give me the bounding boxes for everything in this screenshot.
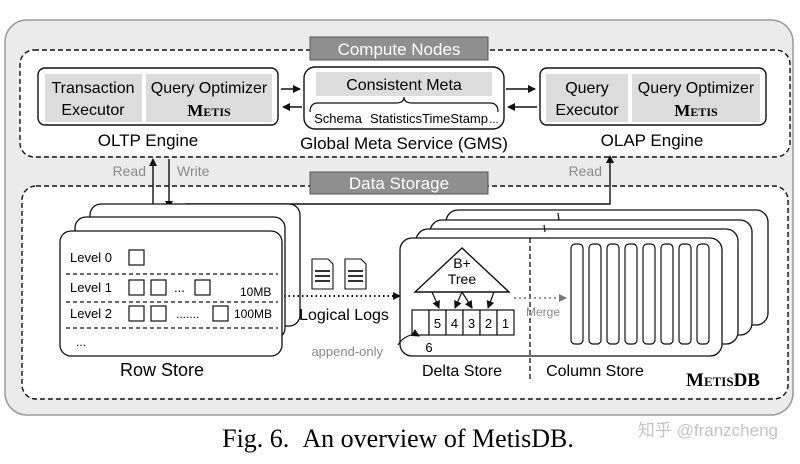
- oltp-transaction-text: Transaction: [52, 80, 135, 97]
- figure-caption-text: An overview of MetisDB.: [302, 424, 574, 453]
- data-storage-header-box: [309, 171, 489, 195]
- row-store-card: [59, 230, 283, 357]
- gms-consistent-meta-box: [316, 72, 492, 96]
- column-store-columns: [570, 243, 710, 345]
- delta-cell-5-text: 5: [434, 316, 441, 331]
- level-1-block-b: [150, 279, 167, 296]
- tree-pointer-1: [431, 291, 440, 309]
- figure-caption: Fig. 6. An overview of MetisDB.: [222, 424, 574, 453]
- level-1-dots: ...: [174, 280, 185, 295]
- oltp-metis-text: Metis: [187, 101, 231, 120]
- log-document-icon-2: [344, 258, 367, 290]
- row-store-size-100mb: 100MB: [234, 307, 272, 321]
- append-only-label: append-only: [311, 344, 383, 359]
- tree-pointer-4: [486, 291, 495, 309]
- bplus-tree-text-2: Tree: [448, 271, 476, 287]
- read-right-label: Read: [569, 163, 602, 179]
- level-2-block-c: [212, 305, 229, 322]
- olap-query-optimizer-box: [632, 74, 760, 122]
- row-store-size-10mb: 10MB: [240, 285, 271, 299]
- store-divider-top-2: [543, 224, 546, 233]
- delta-cell-4-text: 4: [451, 316, 458, 331]
- append-arrow: [397, 329, 420, 346]
- merge-label: Merge: [526, 305, 560, 319]
- oltp-executor-text: Executor: [61, 102, 125, 119]
- append-next-value: 6: [425, 340, 432, 355]
- metisdb-brand: MetisDB: [686, 370, 760, 391]
- olap-query-executor-box: [546, 74, 628, 122]
- oltp-query-optimizer-box: [146, 74, 272, 122]
- level-1-block-c: [194, 279, 211, 296]
- delta-cell-empty: [411, 309, 430, 336]
- level-2-block-a: [128, 305, 145, 322]
- row-store-label: Row Store: [120, 360, 204, 380]
- write-label: Write: [177, 163, 210, 179]
- compute-nodes-header-box: [309, 36, 489, 61]
- level-0-block: [128, 249, 145, 266]
- gms-consistent-meta-text: Consistent Meta: [346, 77, 462, 94]
- read-left-label: Read: [113, 163, 146, 179]
- row-store-level-1: Level 1: [70, 280, 112, 295]
- olap-optimizer-text: Query Optimizer: [638, 80, 755, 97]
- store-divider-top-1: [557, 212, 560, 221]
- olap-metis-text: Metis: [674, 101, 718, 120]
- watermark: 知乎 @franzcheng: [638, 421, 778, 440]
- delta-store-label: Delta Store: [422, 363, 502, 380]
- figure-number: Fig. 6.: [222, 424, 289, 453]
- compute-nodes-header: Compute Nodes: [338, 40, 461, 59]
- delta-column-store-card: [399, 237, 723, 357]
- column-store-label: Column Store: [546, 363, 644, 380]
- level-2-block-b: [150, 305, 167, 322]
- row-store-more-levels: ...: [76, 335, 86, 349]
- olap-executor-text: Executor: [555, 102, 619, 119]
- gms-item-ellipsis: ...: [489, 114, 498, 126]
- delta-cell-1-text: 1: [502, 316, 509, 331]
- gms-label: Global Meta Service (GMS): [300, 134, 508, 153]
- row-store-level-0: Level 0: [70, 250, 112, 265]
- tree-pointer-3: [461, 291, 473, 309]
- gms-item-statistics: Statistics: [370, 111, 423, 126]
- gms-brace: [309, 96, 499, 113]
- olap-engine-label: OLAP Engine: [601, 131, 704, 150]
- tree-pointer-2: [454, 291, 463, 309]
- gms-item-timestamp: TimeStamp: [422, 111, 488, 126]
- delta-cell-3-text: 3: [468, 316, 475, 331]
- oltp-engine-label: OLTP Engine: [98, 131, 199, 150]
- log-document-icon-1: [311, 258, 334, 290]
- bplus-tree-text-1: B+: [453, 255, 471, 271]
- delta-cell-1: [496, 309, 515, 336]
- delta-cell-2-text: 2: [485, 316, 492, 331]
- data-storage-header: Data Storage: [349, 174, 449, 193]
- level-1-block-a: [128, 279, 145, 296]
- level-2-dots: .......: [176, 307, 199, 321]
- gms-item-schema: Schema: [314, 111, 362, 126]
- olap-query-text: Query: [565, 80, 609, 97]
- oltp-optimizer-text: Query Optimizer: [151, 80, 268, 97]
- oltp-transaction-executor-box: [45, 74, 142, 122]
- logical-logs-label: Logical Logs: [299, 307, 389, 324]
- row-store-level-2: Level 2: [70, 306, 112, 321]
